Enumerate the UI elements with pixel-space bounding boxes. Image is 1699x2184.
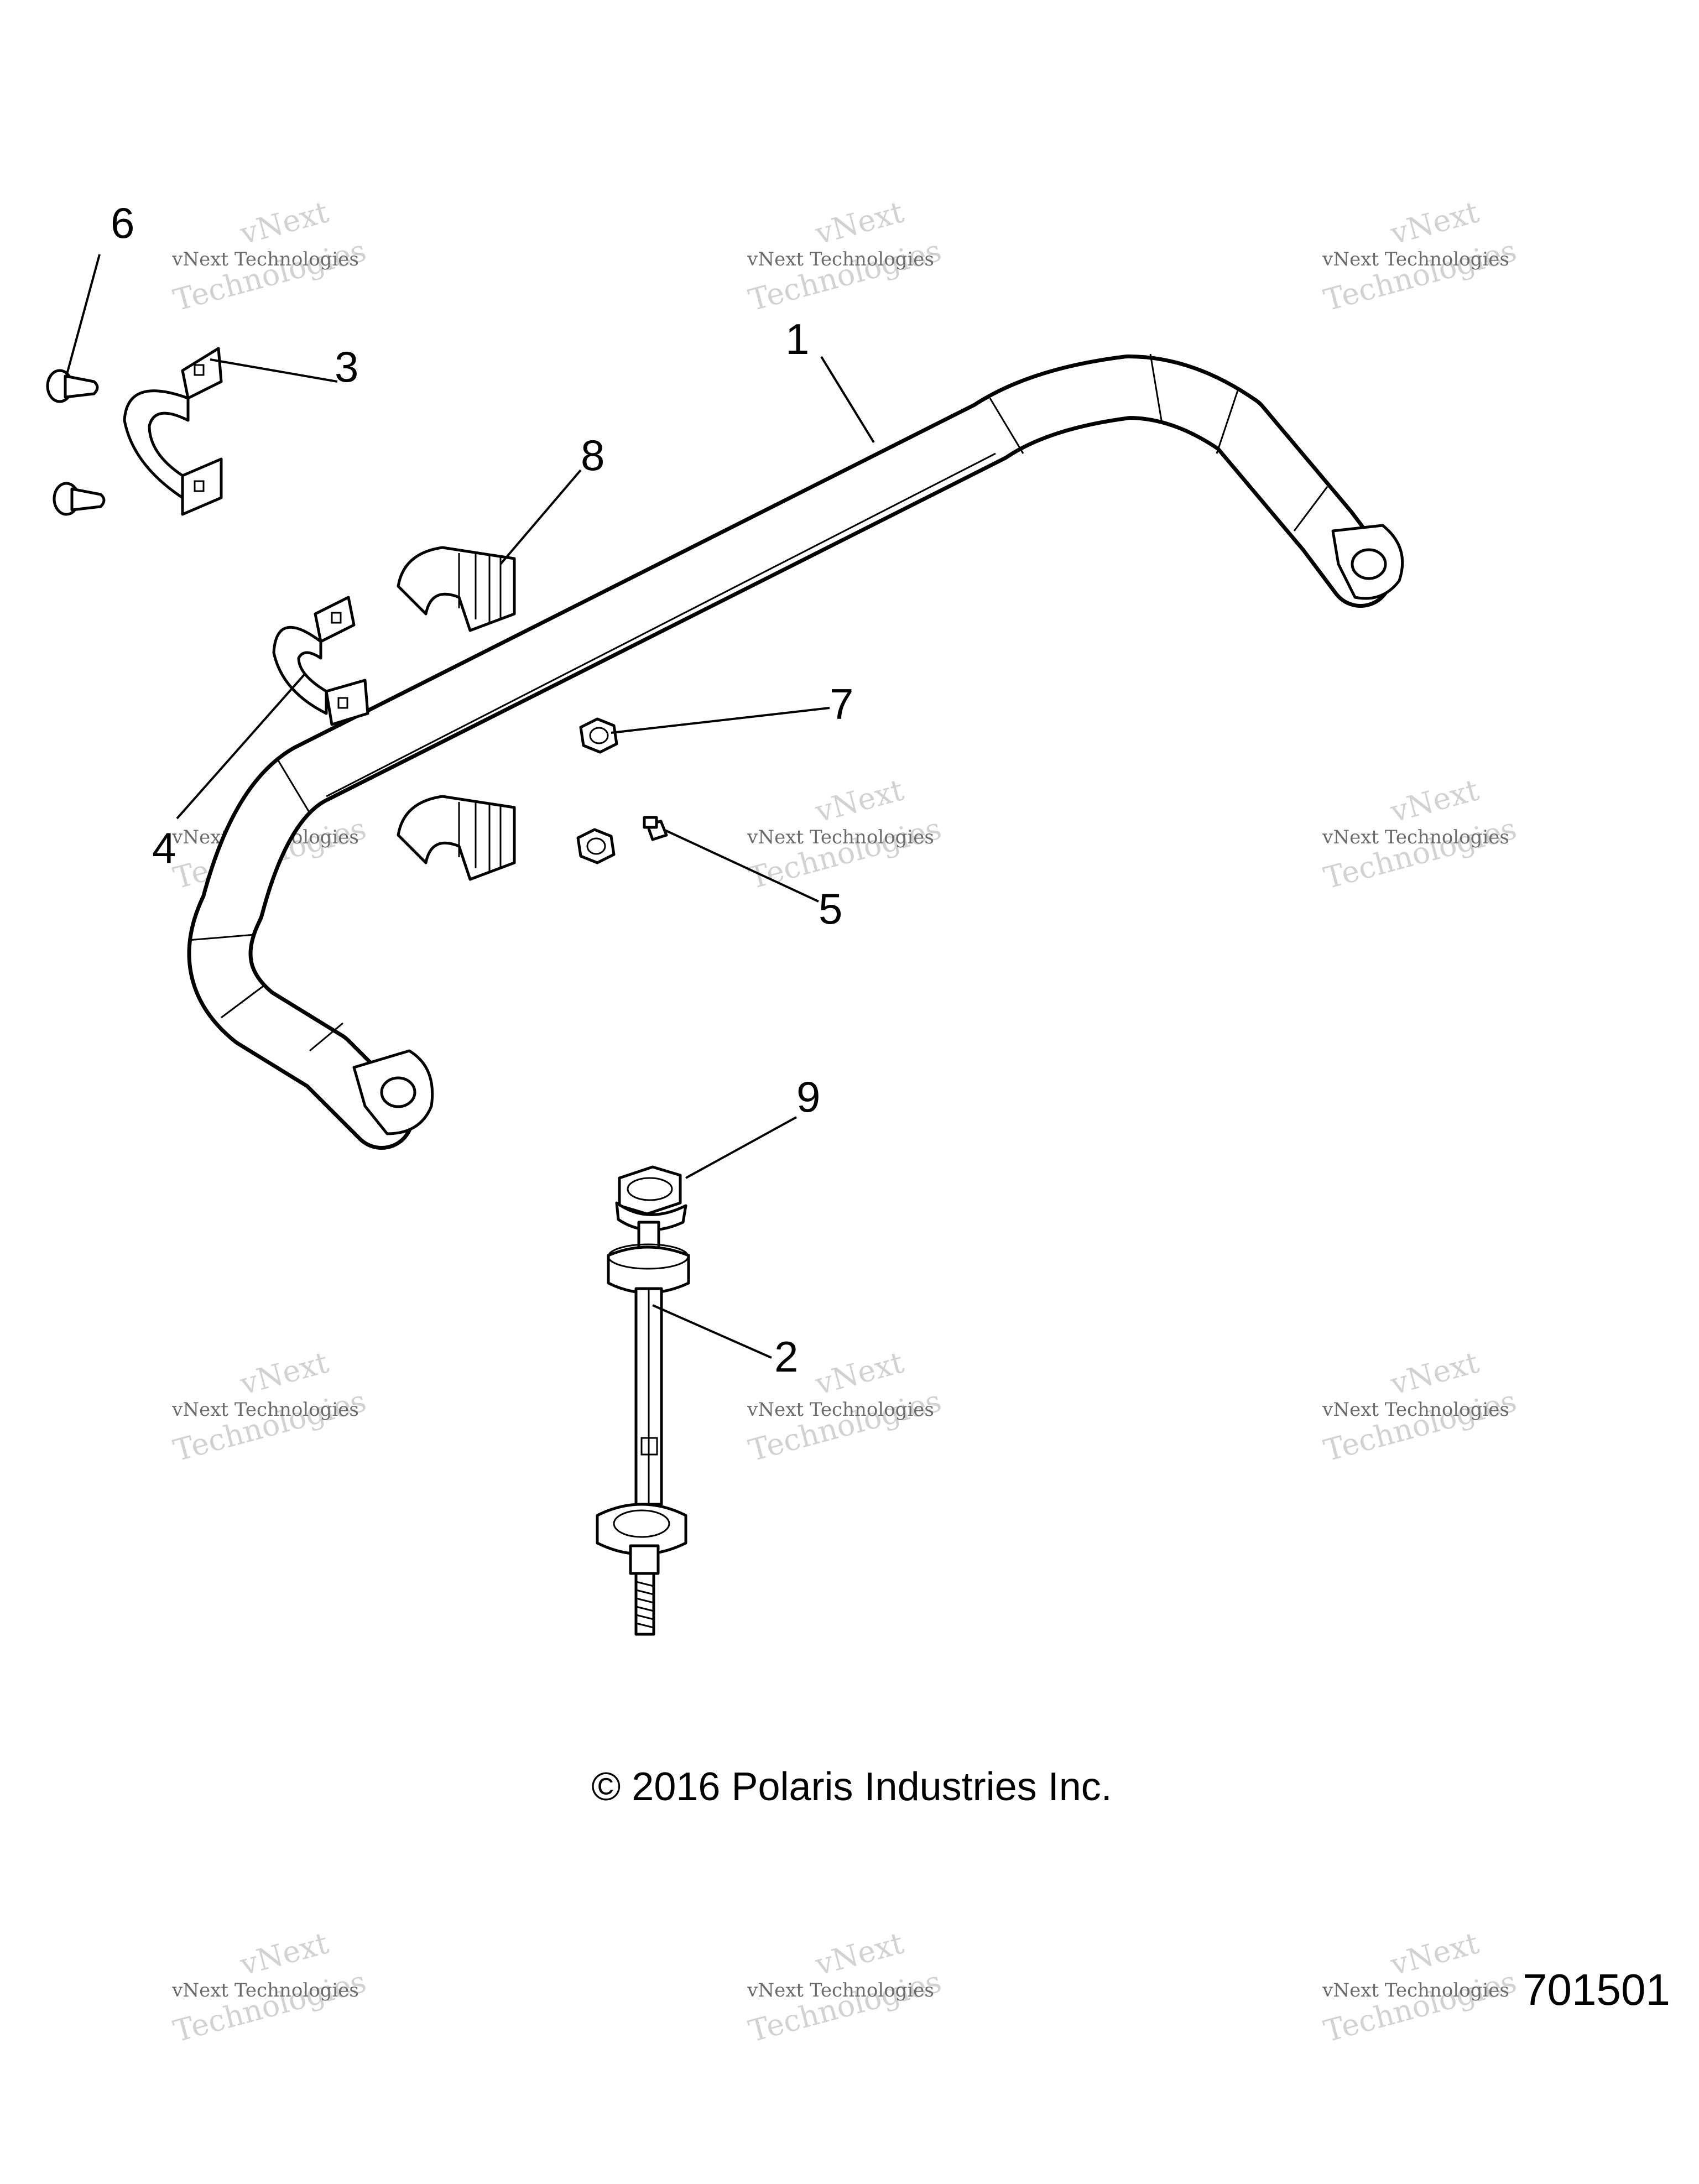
callout-2: 2 (774, 1332, 798, 1381)
watermark-text: vNext Technologies (1322, 826, 1509, 848)
watermark-brand: vNext (1387, 1925, 1483, 1982)
watermark-tech: Technologies (745, 1964, 945, 2049)
callout-3: 3 (335, 342, 358, 391)
grease-fitting (643, 816, 668, 841)
bushing-upper (397, 546, 516, 632)
watermark-text: vNext Technologies (1322, 1979, 1509, 2001)
watermark-text: vNext Technologies (747, 1979, 934, 2001)
callout-8: 8 (581, 431, 604, 479)
bushing-lower (397, 795, 516, 881)
watermark-text: vNext Technologies (171, 248, 359, 270)
flange-bolt-lower (53, 482, 106, 516)
watermark-tech: Technologies (745, 1383, 945, 1468)
callout-labels: 1 2 3 4 5 6 7 8 9 (111, 199, 853, 1381)
callout-4: 4 (152, 823, 176, 872)
watermark-tech: Technologies (170, 233, 370, 317)
watermark-text: vNext Technologies (747, 1399, 934, 1421)
bushing-bracket-lower (272, 596, 369, 726)
watermark-tech: Technologies (170, 1383, 370, 1468)
stabilizer-bar (187, 353, 1404, 1150)
watermark-brand: vNext (1387, 194, 1483, 251)
watermark-text: vNext Technologies (1322, 1399, 1509, 1421)
watermark-brand: vNext (1387, 1344, 1483, 1401)
watermark-tech: Technologies (1320, 1383, 1520, 1468)
leader-lines (65, 254, 875, 1359)
copyright-notice: © 2016 Polaris Industries Inc. (591, 1765, 1112, 1809)
callout-6: 6 (111, 199, 134, 247)
watermark-text: vNext Technologies (747, 826, 934, 848)
callout-5: 5 (819, 884, 842, 933)
callout-9: 9 (796, 1072, 820, 1121)
callout-7: 7 (830, 680, 853, 728)
stabilizer-link (596, 1165, 690, 1636)
watermark-brand: vNext (811, 1344, 908, 1401)
watermark-text: vNext Technologies (1322, 248, 1509, 270)
watermark-brand: vNext (811, 194, 908, 251)
watermark-tech: Technologies (1320, 1964, 1520, 2049)
callout-1: 1 (785, 315, 809, 363)
watermark-brand: vNext (811, 772, 908, 829)
watermark-brand: vNext (236, 1344, 332, 1401)
flange-nut-lower (576, 828, 616, 864)
watermark-tech: Technologies (745, 233, 945, 317)
illustration-number: 701501 (1523, 1965, 1670, 2014)
watermark-brand: vNext (811, 1925, 908, 1982)
watermark-tech: Technologies (170, 1964, 370, 2049)
watermark-brand: vNext (1387, 772, 1483, 829)
watermark-brand: vNext (236, 1925, 332, 1982)
watermark-tech: Technologies (1320, 811, 1520, 895)
watermark-tech: Technologies (745, 811, 945, 895)
flange-nut-upper (579, 717, 618, 754)
bushing-bracket-upper (123, 347, 223, 516)
watermark-tech: Technologies (1320, 233, 1520, 317)
watermark-text: vNext Technologies (747, 248, 934, 270)
watermark-brand: vNext (236, 194, 332, 251)
watermark-text: vNext Technologies (171, 1399, 359, 1421)
flange-bolt-upper (46, 369, 99, 403)
watermark-text: vNext Technologies (171, 1979, 359, 2001)
